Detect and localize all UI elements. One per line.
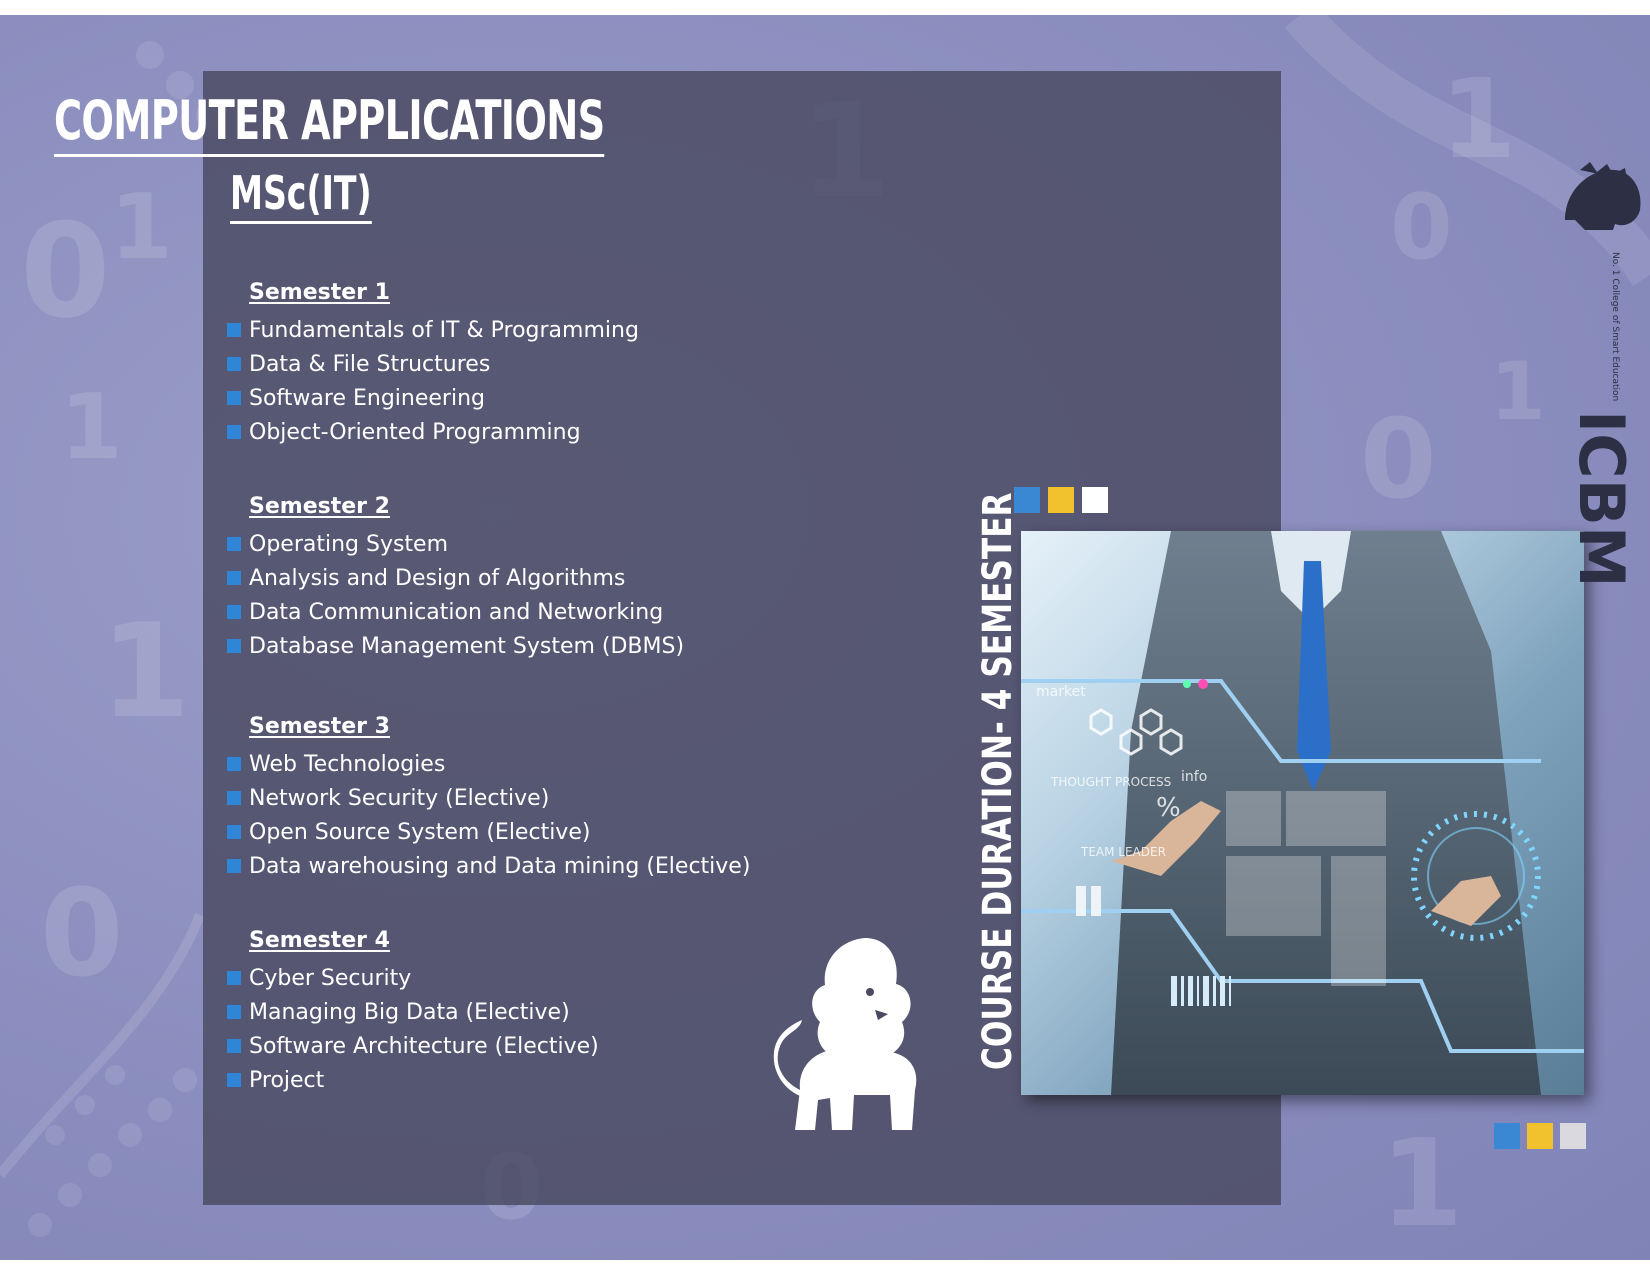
- semester-heading: Semester 3: [249, 714, 390, 739]
- accent-square-blue: [1014, 487, 1040, 513]
- photo-label-market: market: [1036, 684, 1086, 700]
- bg-digit: 0: [20, 195, 111, 347]
- subject-list: Cyber Security Managing Big Data (Electi…: [227, 961, 599, 1097]
- accent-square-blue: [1494, 1123, 1520, 1149]
- subject-label: Data Communication and Networking: [249, 599, 664, 625]
- semester-2-block: Semester 2 Operating System Analysis and…: [227, 493, 684, 663]
- businessman-photo: market THOUGHT PROCESS TEAM LEADER info …: [1021, 531, 1584, 1095]
- bg-digit: 1: [1380, 1115, 1464, 1254]
- accent-square-white: [1082, 487, 1108, 513]
- page-title: COMPUTER APPLICATIONS: [54, 88, 605, 157]
- square-bullet-icon: [227, 1039, 241, 1053]
- square-bullet-icon: [227, 1005, 241, 1019]
- square-bullet-icon: [227, 859, 241, 873]
- list-item: Network Security (Elective): [227, 781, 750, 815]
- accent-square-yellow: [1527, 1123, 1553, 1149]
- square-bullet-icon: [227, 791, 241, 805]
- lion-head-icon: [1565, 162, 1641, 230]
- photo-label-team: TEAM LEADER: [1080, 845, 1166, 859]
- subject-label: Object-Oriented Programming: [249, 419, 581, 445]
- subject-label: Database Management System (DBMS): [249, 633, 685, 659]
- list-item: Cyber Security: [227, 961, 599, 995]
- semester-1-block: Semester 1 Fundamentals of IT & Programm…: [227, 279, 639, 449]
- course-duration: COURSE DURATION- 4 SEMESTER: [975, 492, 1021, 1070]
- list-item: Fundamentals of IT & Programming: [227, 313, 639, 347]
- photo-label-info: info: [1181, 769, 1207, 785]
- list-item: Data warehousing and Data mining (Electi…: [227, 849, 750, 883]
- photo-illustration: market THOUGHT PROCESS TEAM LEADER info …: [1021, 531, 1584, 1095]
- semester-heading: Semester 1: [249, 280, 390, 305]
- bg-digit: 1: [60, 375, 123, 480]
- list-item: Data & File Structures: [227, 347, 639, 381]
- subject-list: Fundamentals of IT & Programming Data & …: [227, 313, 639, 449]
- semester-heading: Semester 4: [249, 928, 390, 953]
- list-item: Data Communication and Networking: [227, 595, 684, 629]
- list-item: Web Technologies: [227, 747, 750, 781]
- list-item: Project: [227, 1063, 599, 1097]
- square-bullet-icon: [227, 971, 241, 985]
- semester-3-block: Semester 3 Web Technologies Network Secu…: [227, 713, 750, 883]
- course-name: MSc(IT): [230, 165, 372, 224]
- accent-square-grey: [1560, 1123, 1586, 1149]
- semester-heading: Semester 2: [249, 494, 390, 519]
- subject-label: Open Source System (Elective): [249, 819, 591, 845]
- list-item: Operating System: [227, 527, 684, 561]
- lion-logo-icon: [773, 938, 917, 1130]
- semester-4-block: Semester 4 Cyber Security Managing Big D…: [227, 927, 599, 1097]
- subject-label: Managing Big Data (Elective): [249, 999, 570, 1025]
- list-item: Open Source System (Elective): [227, 815, 750, 849]
- subject-label: Web Technologies: [249, 751, 446, 777]
- square-bullet-icon: [227, 605, 241, 619]
- square-bullet-icon: [227, 757, 241, 771]
- photo-label-thought: THOUGHT PROCESS: [1050, 775, 1171, 789]
- bg-digit: 1: [1490, 345, 1546, 438]
- subject-list: Operating System Analysis and Design of …: [227, 527, 684, 663]
- square-bullet-icon: [227, 391, 241, 405]
- bg-digit: 1: [100, 595, 191, 747]
- subject-label: Software Engineering: [249, 385, 485, 411]
- subject-label: Software Architecture (Elective): [249, 1033, 599, 1059]
- bg-digit: 0: [1390, 175, 1453, 280]
- photo-label-percent: %: [1156, 793, 1181, 823]
- list-item: Analysis and Design of Algorithms: [227, 561, 684, 595]
- subject-label: Project: [249, 1067, 325, 1093]
- subject-label: Network Security (Elective): [249, 785, 550, 811]
- square-bullet-icon: [227, 323, 241, 337]
- square-bullet-icon: [227, 537, 241, 551]
- bg-digit: 1: [110, 175, 173, 280]
- subject-label: Cyber Security: [249, 965, 412, 991]
- bg-digit: 1: [1440, 55, 1517, 183]
- subject-label: Fundamentals of IT & Programming: [249, 317, 639, 343]
- square-bullet-icon: [227, 825, 241, 839]
- list-item: Database Management System (DBMS): [227, 629, 684, 663]
- subject-label: Data & File Structures: [249, 351, 491, 377]
- subject-list: Web Technologies Network Security (Elect…: [227, 747, 750, 883]
- square-bullet-icon: [227, 571, 241, 585]
- brand-tagline: No. 1 College of Smart Education: [1610, 252, 1620, 402]
- list-item: Managing Big Data (Elective): [227, 995, 599, 1029]
- bg-digit: 0: [40, 865, 124, 1004]
- square-bullet-icon: [227, 1073, 241, 1087]
- square-bullet-icon: [227, 639, 241, 653]
- list-item: Software Architecture (Elective): [227, 1029, 599, 1063]
- brand-name: ICBM: [1565, 410, 1638, 588]
- bg-digit: 0: [1360, 395, 1437, 523]
- square-bullet-icon: [227, 357, 241, 371]
- accent-square-yellow: [1048, 487, 1074, 513]
- square-bullet-icon: [227, 425, 241, 439]
- subject-label: Operating System: [249, 531, 449, 557]
- list-item: Software Engineering: [227, 381, 639, 415]
- list-item: Object-Oriented Programming: [227, 415, 639, 449]
- subject-label: Analysis and Design of Algorithms: [249, 565, 626, 591]
- subject-label: Data warehousing and Data mining (Electi…: [249, 853, 751, 879]
